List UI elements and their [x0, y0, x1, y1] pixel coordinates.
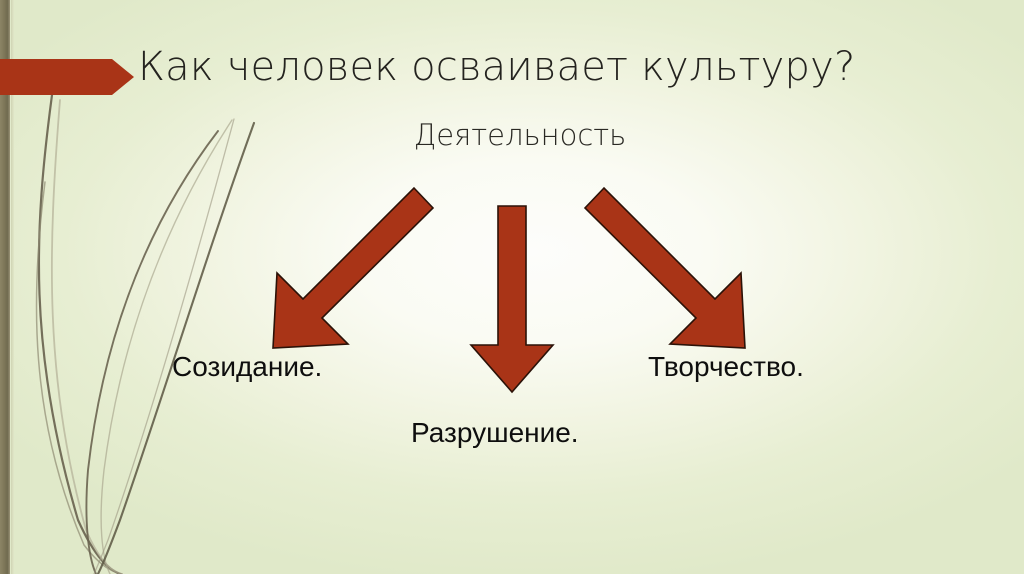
left-sidebar-highlight — [11, 0, 14, 574]
subtitle-root-concept: Деятельность — [413, 118, 627, 152]
down-right-arrow-icon — [583, 186, 746, 349]
banner-arrow-icon — [0, 59, 134, 95]
left-sidebar-stripe — [0, 0, 10, 574]
page-title: Как человек осваивает культуру? — [138, 44, 856, 90]
branch-label-center: Разрушение. — [411, 417, 579, 448]
down-left-arrow-icon — [272, 186, 435, 349]
branch-label-left: Созидание. — [172, 351, 323, 382]
branch-label-right: Творчество. — [648, 351, 804, 382]
down-arrow-icon — [469, 205, 555, 394]
